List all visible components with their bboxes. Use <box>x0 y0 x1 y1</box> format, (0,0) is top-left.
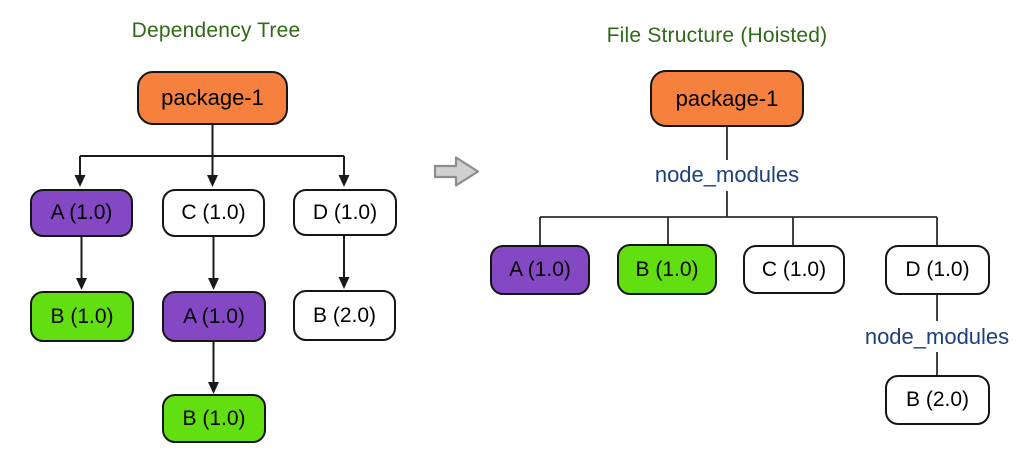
right-node-b-1-0: B (1.0) <box>617 244 717 295</box>
right-node-d-1-0: D (1.0) <box>885 245 990 295</box>
right-tree-connectors <box>539 127 938 375</box>
right-node-c-1-0: C (1.0) <box>743 245 845 294</box>
arrowhead <box>76 278 87 290</box>
left-node-a-1-0: A (1.0) <box>30 189 133 237</box>
right-node-b-2-0: B (2.0) <box>885 375 990 425</box>
left-node-b-1-0-under-a: B (1.0) <box>30 291 134 342</box>
left-diagram-title: Dependency Tree <box>131 19 301 42</box>
arrowhead <box>207 175 218 187</box>
left-node-b-1-0-deep: B (1.0) <box>162 394 266 443</box>
left-node-b-2-0-under-d: B (2.0) <box>293 290 396 341</box>
left-node-d-1-0: D (1.0) <box>293 189 397 236</box>
left-tree-connectors <box>79 125 345 383</box>
right-node-a-1-0: A (1.0) <box>490 245 590 295</box>
arrowhead <box>74 175 86 187</box>
right-block-arrow-icon <box>433 156 480 187</box>
right-node-package-1: package-1 <box>650 70 804 127</box>
left-tree-arrowheads <box>74 175 350 394</box>
left-node-c-1-0: C (1.0) <box>162 189 265 237</box>
left-node-a-1-0-under-c: A (1.0) <box>162 291 266 342</box>
left-node-package-1: package-1 <box>137 71 288 125</box>
right-nested-node-modules-label: node_modules <box>864 324 1010 349</box>
right-node-modules-label: node_modules <box>654 162 800 187</box>
arrowhead <box>338 175 350 187</box>
arrowhead <box>208 382 219 394</box>
arrowhead <box>208 278 219 290</box>
arrowhead <box>338 277 350 289</box>
right-diagram-title: File Structure (Hoisted) <box>606 24 828 47</box>
